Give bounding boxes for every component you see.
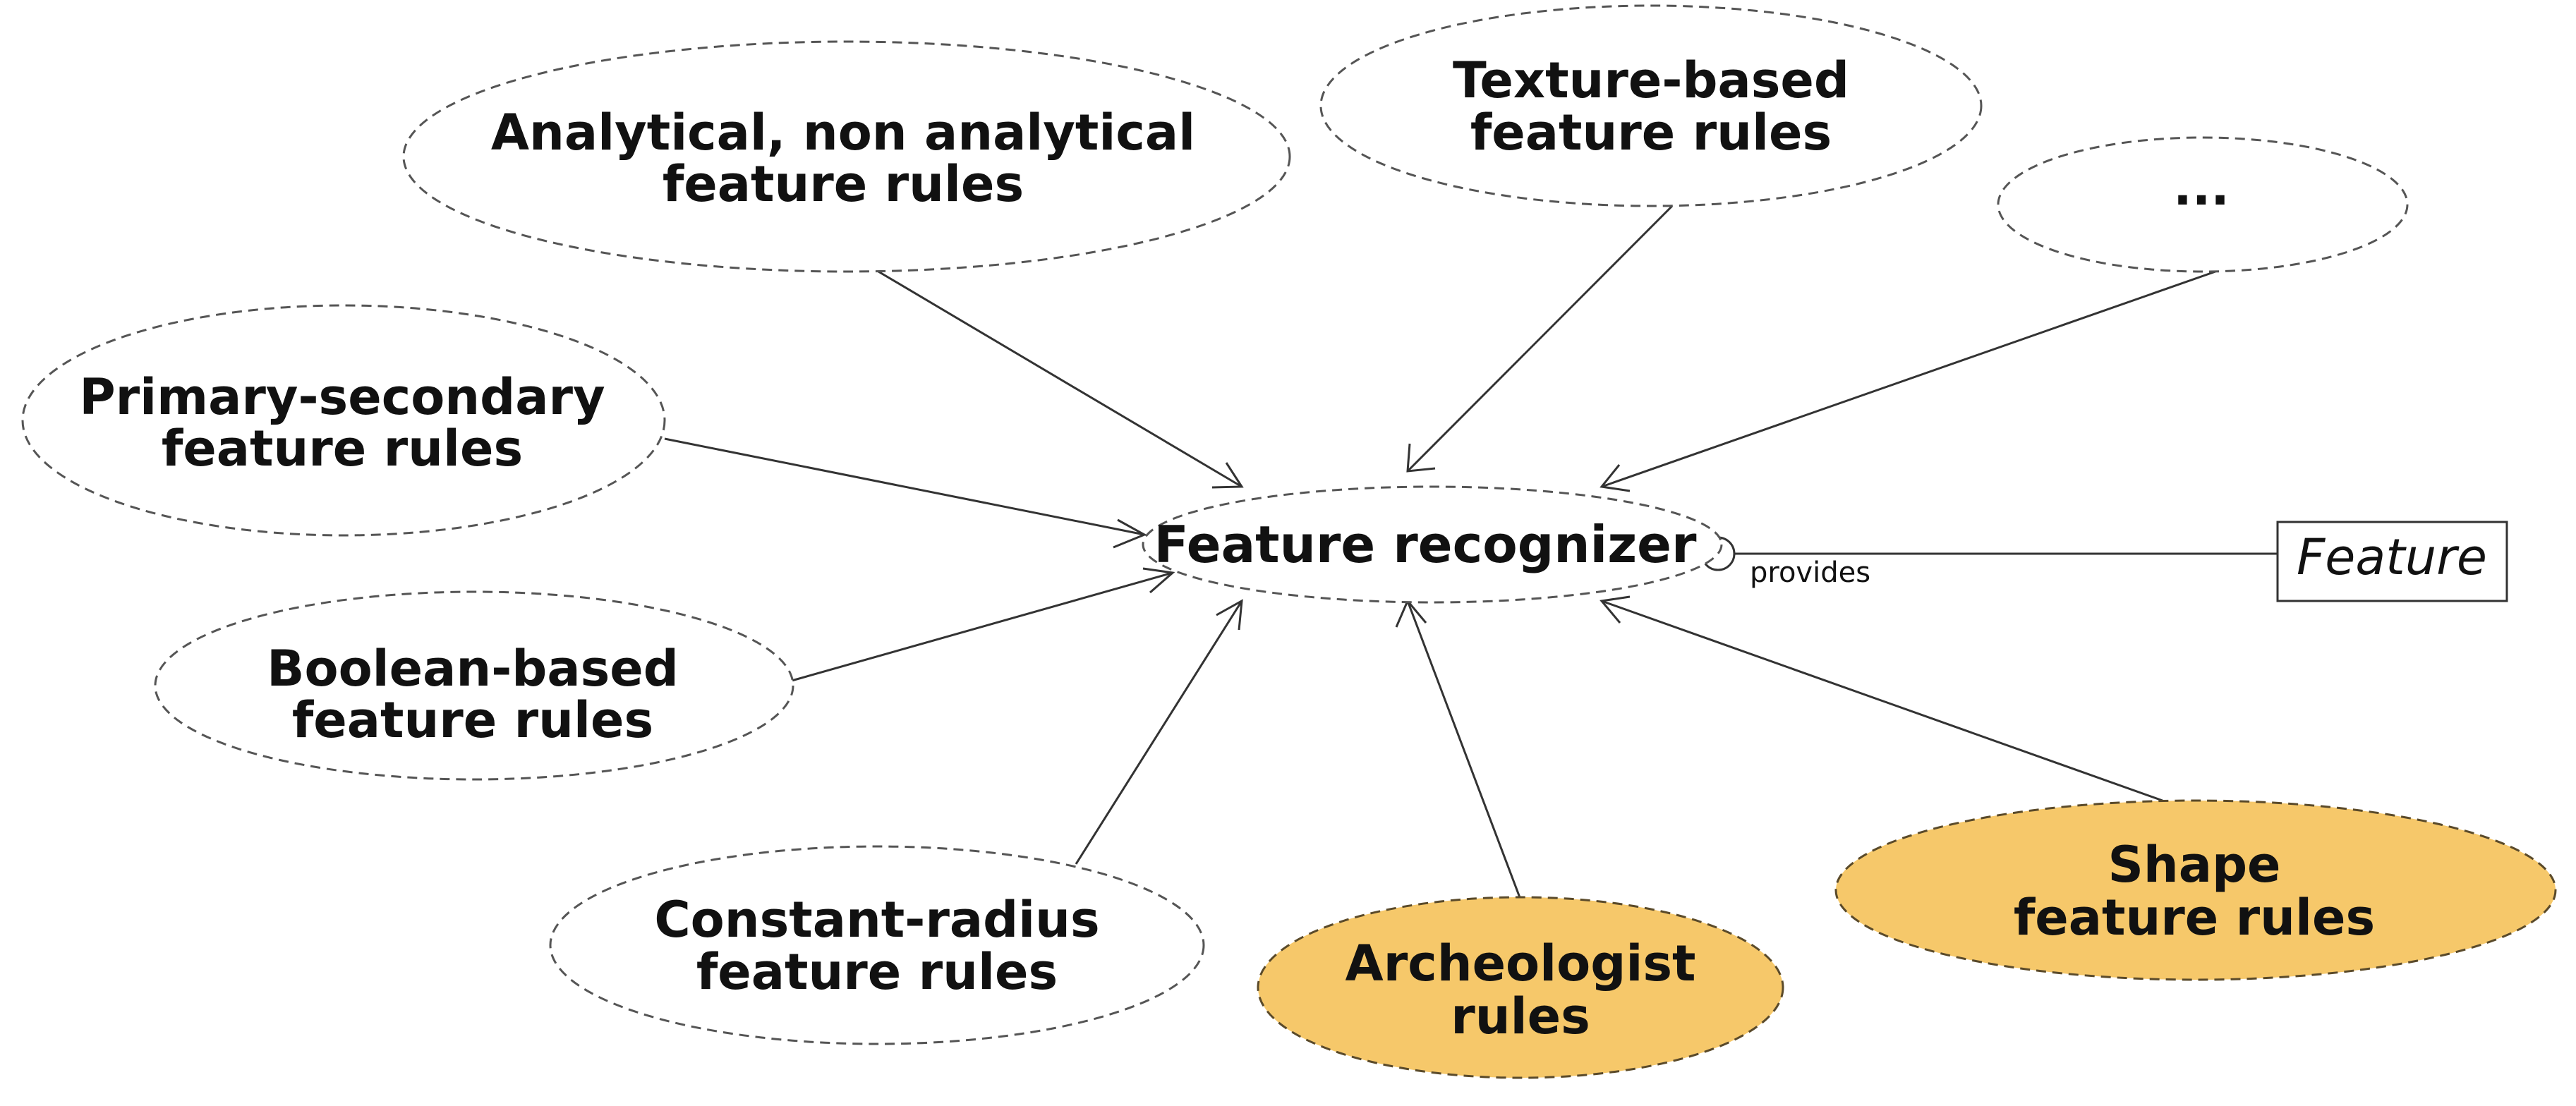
edge-shape <box>1601 600 2163 802</box>
node-primary-secondary-line2: feature rules <box>162 420 523 478</box>
node-analytical-line2: feature rules <box>663 155 1024 213</box>
node-more-line1: ... <box>2173 159 2230 217</box>
feature-recognizer-ellipse <box>1142 485 1723 604</box>
node-texture-line1: Texture-based <box>1453 51 1849 109</box>
arrowhead-texture <box>1406 443 1436 473</box>
node-more-ellipse <box>1997 136 2409 273</box>
node-archeologist: Archeologist rules <box>1257 896 1784 1079</box>
feature-recognizer-label: Feature recognizer <box>1154 515 1697 574</box>
feature-recognizer-node: Feature recognizer <box>1142 485 1723 604</box>
node-constant-radius-line1: Constant-radius <box>654 891 1099 949</box>
node-boolean-line1: Boolean-based <box>267 640 679 698</box>
node-shape-line2: feature rules <box>2014 889 2375 947</box>
node-primary-secondary-line1: Primary-secondary <box>79 368 605 426</box>
edge-texture <box>1406 205 1674 473</box>
node-more: ... <box>1997 136 2409 273</box>
node-analytical: Analytical, non analytical feature rules <box>402 40 1291 273</box>
node-shape: Shape feature rules <box>1834 799 2557 981</box>
arrowhead-analytical <box>1211 462 1244 489</box>
node-boolean-ellipse <box>154 590 794 781</box>
arrowhead-constant-radius <box>1216 599 1243 631</box>
feature-box <box>2276 521 2508 602</box>
arrowhead-boolean <box>1142 567 1175 594</box>
edge-archeologist <box>1406 600 1522 900</box>
node-constant-radius-line2: feature rules <box>696 943 1058 1001</box>
edges <box>664 205 2216 900</box>
edge-analytical <box>878 270 1242 488</box>
node-constant-radius-ellipse <box>549 845 1205 1045</box>
node-primary-secondary-ellipse <box>21 304 666 537</box>
edge-primary-secondary <box>664 437 1145 536</box>
provides-interface: provides Feature <box>1700 521 2508 602</box>
node-primary-secondary: Primary-secondary feature rules <box>21 304 666 537</box>
node-texture-ellipse <box>1319 4 1983 207</box>
node-boolean: Boolean-based feature rules <box>154 590 794 781</box>
node-boolean-line2: feature rules <box>292 691 653 749</box>
node-texture: Texture-based feature rules <box>1319 4 1983 207</box>
node-archeologist-ellipse <box>1257 896 1784 1079</box>
feature-label: Feature <box>2297 528 2487 586</box>
arrowhead-archeologist <box>1395 599 1427 628</box>
edge-boolean <box>786 571 1173 683</box>
node-shape-line1: Shape <box>2108 836 2280 894</box>
node-texture-line2: feature rules <box>1470 104 1832 162</box>
provides-label: provides <box>1750 557 1870 589</box>
arrowhead-more <box>1600 464 1631 492</box>
arrowhead-shape <box>1600 595 1631 624</box>
node-archeologist-line2: rules <box>1451 988 1590 1045</box>
arrowhead-primary-secondary <box>1113 518 1147 549</box>
node-archeologist-line1: Archeologist <box>1346 935 1696 992</box>
node-analytical-line1: Analytical, non analytical <box>491 104 1195 162</box>
edge-constant-radius <box>1075 600 1243 865</box>
edge-more <box>1601 270 2216 488</box>
node-constant-radius: Constant-radius feature rules <box>549 845 1205 1045</box>
node-shape-ellipse <box>1834 799 2557 981</box>
node-analytical-ellipse <box>402 40 1291 273</box>
